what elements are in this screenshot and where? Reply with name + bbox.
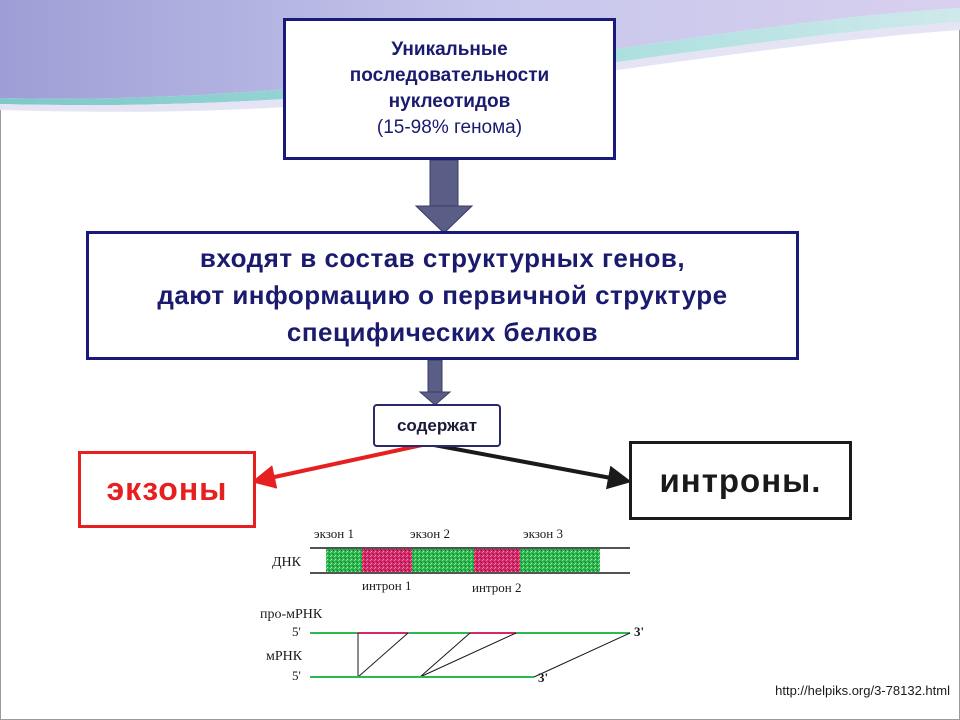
three-prime-top: 3': [634, 624, 644, 639]
five-prime-bottom: 5': [292, 668, 301, 683]
mid-box-line-1: входят в состав структурных генов,: [199, 243, 686, 273]
splice-line-2: [357, 632, 409, 678]
contains-box: содержат: [373, 404, 501, 447]
unique-sequences-box: Уникальные последовательности нуклеотидо…: [283, 18, 616, 160]
intron-1-label: интрон 1: [362, 578, 411, 593]
mrna-label: мРНК: [266, 649, 303, 664]
exons-box: экзоны: [78, 451, 256, 528]
dna-exon-1: [326, 549, 362, 572]
exon-2-label: экзон 2: [410, 526, 450, 541]
intron-2-label: интрон 2: [472, 580, 521, 595]
mid-box-line-3: специфических белков: [286, 317, 599, 347]
splice-line-3: [419, 632, 471, 678]
dna-exon-3: [520, 549, 600, 572]
exons-label: экзоны: [106, 471, 228, 507]
top-box-line-1: Уникальные: [391, 39, 508, 60]
exon-1-label: экзон 1: [314, 526, 354, 541]
three-prime-bottom: 3': [538, 670, 548, 685]
mid-box-line-2: дают информацию о первичной структуре: [157, 280, 728, 310]
contains-label: содержат: [396, 415, 478, 435]
structural-genes-box: входят в состав структурных генов, дают …: [86, 231, 799, 360]
five-prime-top: 5': [292, 624, 301, 639]
introns-label: интроны.: [659, 461, 822, 499]
splice-line-4: [419, 632, 517, 678]
introns-box: интроны.: [629, 441, 852, 520]
top-box-line-4: (15-98% генома): [376, 117, 523, 138]
dna-intron-1: [362, 549, 412, 572]
splice-line-5: [533, 632, 631, 678]
dna-exon-2: [412, 549, 474, 572]
gene-structure-diagram: экзон 1 экзон 2 экзон 3 ДНК интрон 1 инт…: [260, 526, 644, 685]
top-box-line-2: последовательности: [349, 65, 550, 86]
dna-intron-2: [474, 549, 520, 572]
exon-3-label: экзон 3: [523, 526, 563, 541]
dna-label: ДНК: [272, 555, 302, 570]
pre-mrna-label: про-мРНК: [260, 607, 323, 622]
top-box-line-3: нуклеотидов: [388, 91, 511, 112]
source-url[interactable]: http://helpiks.org/3-78132.html: [775, 683, 950, 698]
